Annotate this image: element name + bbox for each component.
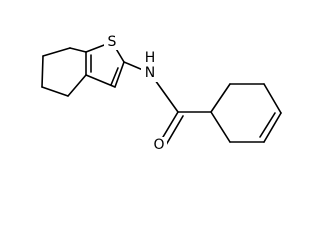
bond-cy1-cy2 — [210, 83, 231, 113]
oxygen-atom-label: O — [153, 137, 164, 153]
bond-cy3-cy4 — [263, 83, 282, 114]
sulfur-atom-label: S — [108, 34, 117, 50]
nitrogen-hydrogen-label: H — [145, 50, 156, 66]
molecule-diagram: S N H O — [41, 34, 282, 153]
nitrogen-atom-label: N — [145, 65, 155, 81]
bond-c3-c4 — [41, 86, 69, 97]
bond-c4-c3a — [67, 74, 87, 97]
bond-cy6-cy1 — [210, 111, 231, 143]
bond-cy4-cy5-double-inner — [259, 112, 276, 138]
bond-c2-c3-double-outer — [114, 61, 125, 88]
bond-cy4-cy5-double-outer — [263, 112, 282, 143]
atom-labels: S N H O — [104, 34, 167, 153]
bond-c6a-c1 — [69, 47, 87, 53]
bond-c1-c2 — [42, 47, 71, 57]
bond-co-double-b — [165, 115, 184, 146]
bond-c2-c3 — [41, 55, 44, 88]
bond-c2-c3-double-inner — [110, 67, 119, 86]
bond-c3-c3a — [85, 74, 116, 88]
bonds — [41, 41, 282, 146]
